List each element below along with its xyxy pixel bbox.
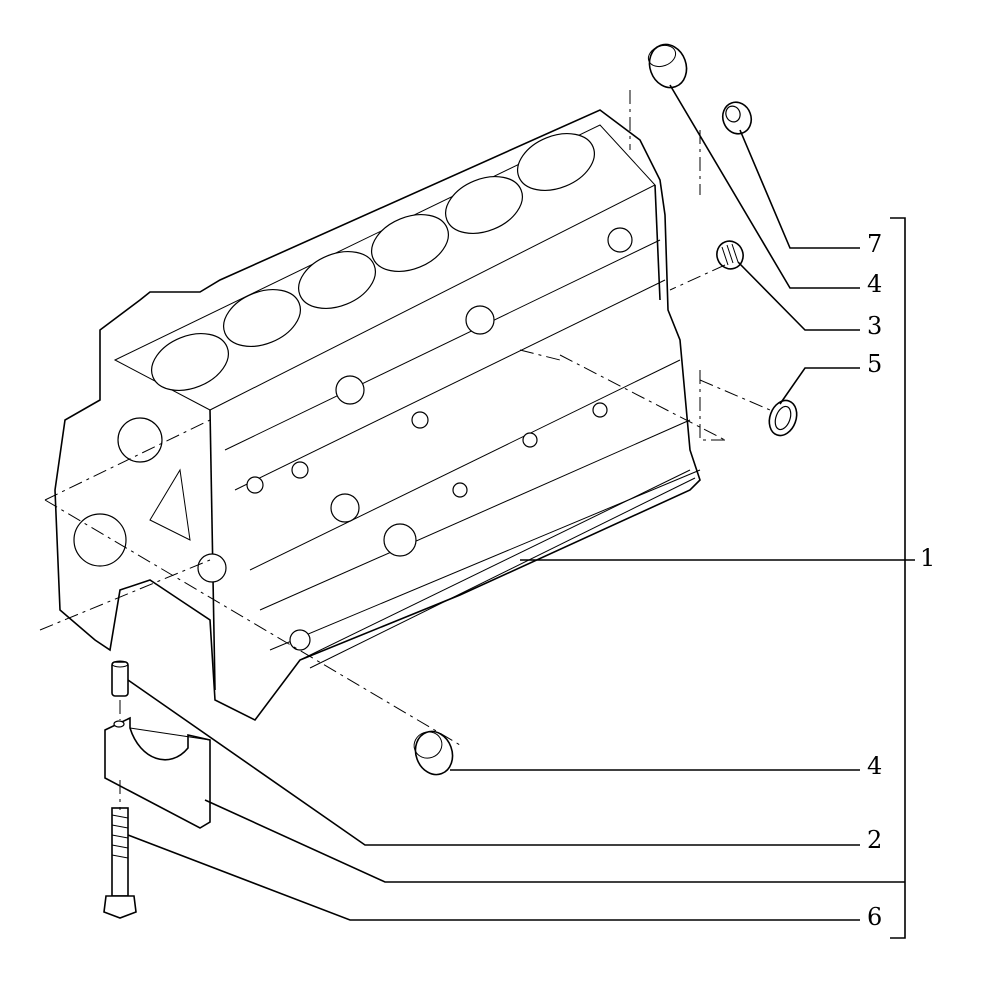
threaded-plug (716, 240, 744, 270)
plug-cap-lower (413, 730, 454, 776)
cylinder-bore-4 (371, 214, 449, 272)
callout-labels: 7 4 3 5 1 4 2 6 (867, 230, 935, 931)
cylinder-bore-2 (223, 289, 301, 347)
bushing (721, 101, 753, 135)
leader-lines (127, 84, 915, 939)
callout-6: 6 (867, 903, 882, 931)
callout-1: 1 (920, 544, 935, 572)
callout-2: 2 (867, 826, 882, 854)
center-lines (39, 90, 771, 810)
callout-4-lower: 4 (867, 752, 882, 780)
cylinder-bore-6 (517, 133, 595, 191)
cylinder-bore-5 (445, 176, 523, 234)
bolt (103, 807, 137, 919)
cylinder-bore-3 (298, 251, 376, 309)
main-bearing-cap (104, 716, 211, 829)
callout-3: 3 (867, 312, 882, 340)
plug-cap-top (647, 43, 688, 89)
callout-7: 7 (867, 230, 882, 258)
block-detail-holes (73, 227, 633, 651)
cylinder-bore-1 (151, 333, 229, 391)
callout-5: 5 (867, 350, 882, 378)
dowel-sleeve (111, 660, 129, 697)
cylinder-bores (151, 133, 595, 391)
seal-ring (768, 399, 798, 437)
callout-4-top: 4 (867, 270, 882, 298)
